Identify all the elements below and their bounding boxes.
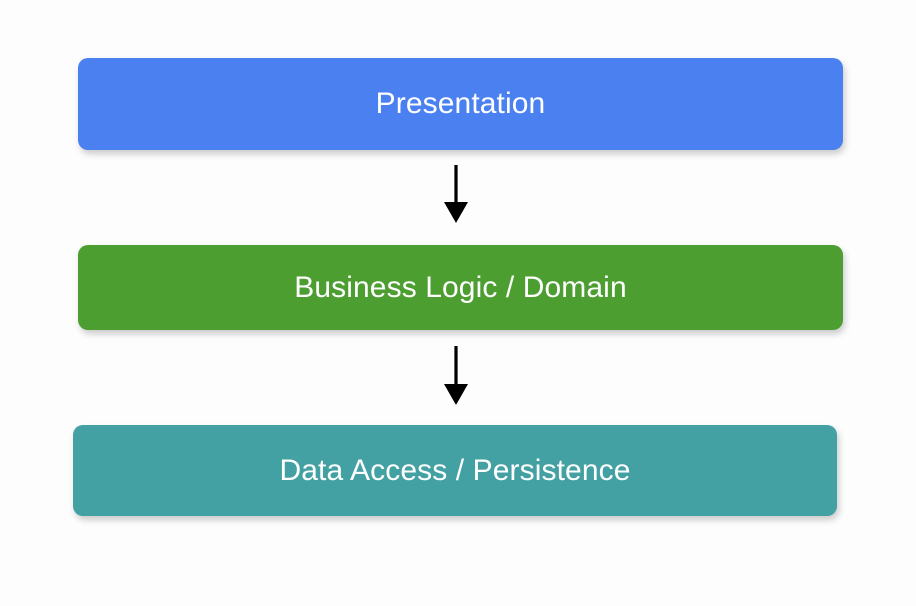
arrow-down-icon-presentation-to-business (444, 165, 468, 223)
layer-box-data-access[interactable]: Data Access / Persistence (73, 425, 837, 516)
arrow-down-icon-business-to-data (444, 346, 468, 405)
layer-label-data-access: Data Access / Persistence (279, 453, 631, 487)
layer-box-business-logic[interactable]: Business Logic / Domain (78, 245, 843, 330)
layer-box-presentation[interactable]: Presentation (78, 58, 843, 150)
layer-label-business-logic: Business Logic / Domain (294, 270, 627, 304)
arrow-head (444, 202, 468, 223)
layer-label-presentation: Presentation (375, 87, 546, 120)
arrow-head (444, 384, 468, 405)
